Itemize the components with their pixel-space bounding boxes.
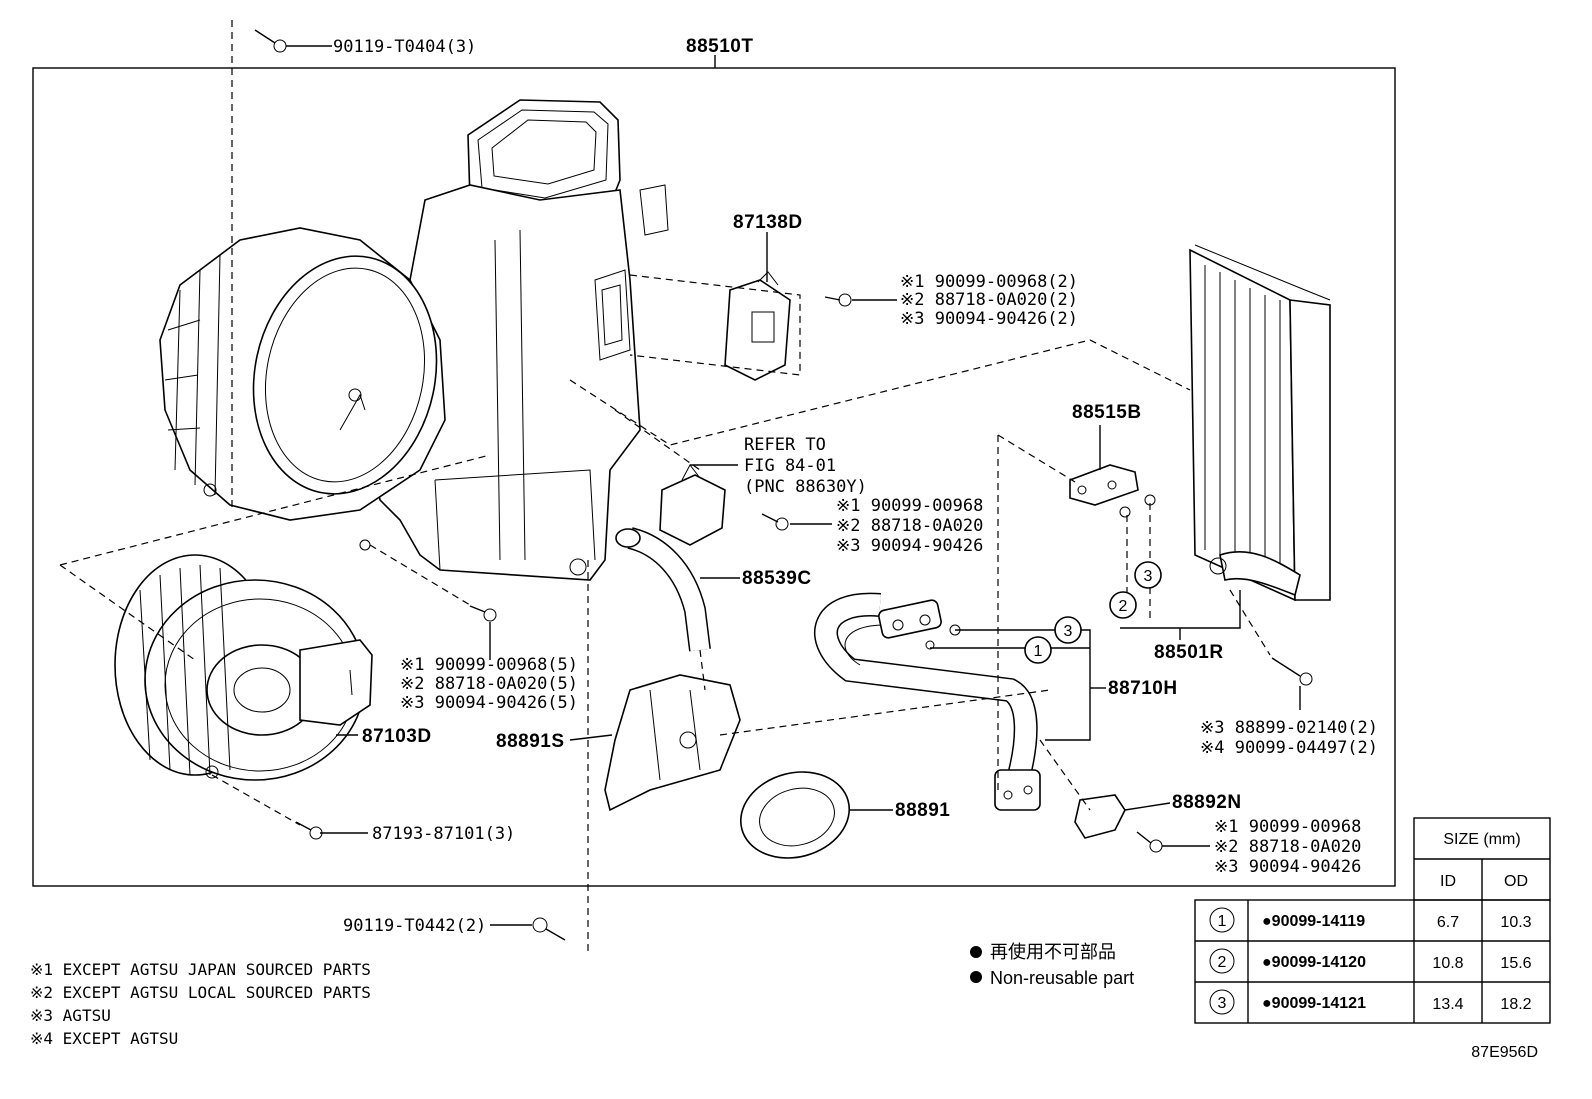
resistor-screw-3: ※3 90094-90426(2) (900, 309, 1078, 329)
relay-screw-1: ※1 90099-00968 (836, 496, 983, 516)
label-evaporator: 88501R (1154, 642, 1224, 663)
label-grommet: 88891 (895, 800, 950, 821)
assembly-frame (32, 67, 1396, 887)
relay-screw-2: ※2 88718-0A020 (836, 516, 983, 536)
label-resistor: 87138D (733, 212, 803, 233)
valve-drawing (1069, 464, 1156, 518)
evaporator-screw-1: ※3 88899-02140(2) (1200, 718, 1378, 738)
evaporator-drawing (1189, 244, 1331, 602)
row-2-id: 10.8 (1432, 955, 1463, 972)
resistor-drawing (724, 271, 791, 381)
row-1-od: 10.3 (1500, 914, 1531, 931)
refer-line-1: REFER TO (744, 435, 826, 455)
leader-lines (286, 45, 1301, 926)
callout-3-valve: 3 (1144, 568, 1153, 585)
row-2-part: ●90099-14120 (1262, 954, 1366, 971)
label-blower: 87103D (362, 726, 432, 747)
callouts: 3 1 2 3 (1024, 561, 1162, 664)
screw-top-icon (254, 29, 287, 53)
label-valve: 88515B (1072, 402, 1142, 423)
clamp-screw-2: ※2 88718-0A020 (1214, 837, 1361, 857)
resistor-screw-2: ※2 88718-0A020(2) (900, 290, 1078, 310)
evaporator-screw-2: ※4 90099-04497(2) (1200, 738, 1378, 758)
table-row: 1 ●90099-14119 6.7 10.3 (1209, 907, 1532, 933)
label-drain: 88891S (496, 731, 565, 752)
label-clamp: 88892N (1172, 792, 1242, 813)
screw-clamp-icon (1136, 831, 1163, 853)
screw-bottom-icon (532, 917, 566, 941)
relay-drawing (659, 464, 726, 546)
refer-line-2: FIG 84-01 (744, 456, 836, 476)
blower-motor-drawing (114, 554, 373, 781)
size-header: SIZE (mm) (1443, 831, 1520, 848)
legend-jp: 再使用不可部品 (990, 942, 1116, 962)
label-screw-blower: 87193-87101(3) (372, 824, 515, 844)
callout-3-tube: 3 (1064, 623, 1073, 640)
label-housing: 88510T (686, 36, 753, 57)
parts-diagram: 3 1 2 3 88510T 90119-T0404(3) 87138D 885… (30, 20, 1551, 1061)
screw-housing-icon (469, 605, 497, 622)
clamp-screw-1: ※1 90099-00968 (1214, 817, 1361, 837)
clamp-drawing (1074, 794, 1126, 839)
legend-en: Non-reusable part (990, 968, 1134, 988)
tube-drawing (814, 592, 1041, 811)
row-3-od: 18.2 (1500, 996, 1531, 1013)
size-table: SIZE (mm) ID OD 1 ●90099-14119 6.7 10.3 … (1194, 817, 1551, 1024)
row-3-num: 3 (1218, 995, 1227, 1012)
row-3-id: 13.4 (1432, 996, 1463, 1013)
footnote-1: ※1 EXCEPT AGTSU JAPAN SOURCED PARTS (30, 960, 371, 979)
row-1-num: 1 (1218, 913, 1227, 930)
screw-evaporator-icon (1271, 657, 1313, 686)
clamp-screw-3: ※3 90094-90426 (1214, 857, 1361, 877)
housing-drawing (159, 99, 669, 581)
screw-resistor-icon (824, 293, 852, 307)
housing-screw-3: ※3 90094-90426(5) (400, 693, 578, 713)
grommet-drawing (739, 771, 851, 859)
drain-drawing (604, 674, 741, 812)
table-row: 3 ●90099-14121 13.4 18.2 (1209, 989, 1532, 1015)
guide-lines (59, 20, 1271, 955)
row-2-num: 2 (1218, 954, 1227, 971)
diagram-code: 87E956D (1471, 1044, 1538, 1061)
footnote-2: ※2 EXCEPT AGTSU LOCAL SOURCED PARTS (30, 983, 371, 1002)
legend-dot-jp-icon (970, 946, 982, 958)
resistor-screw-1: ※1 90099-00968(2) (900, 272, 1078, 292)
table-row: 2 ●90099-14120 10.8 15.6 (1209, 948, 1532, 974)
footnote-4: ※4 EXCEPT AGTSU (30, 1029, 178, 1048)
row-3-part: ●90099-14121 (1262, 995, 1366, 1012)
screws (254, 29, 1313, 941)
hose-drawing (615, 527, 711, 652)
label-screw-bottom: 90119-T0442(2) (343, 916, 486, 936)
callout-2-valve: 2 (1119, 598, 1128, 615)
label-hose: 88539C (742, 568, 812, 589)
callout-1-tube: 1 (1034, 643, 1043, 660)
label-tube: 88710H (1108, 678, 1178, 699)
relay-screw-3: ※3 90094-90426 (836, 536, 983, 556)
col-id: ID (1440, 873, 1456, 890)
label-screw-top: 90119-T0404(3) (333, 37, 476, 57)
legend-dot-en-icon (970, 971, 982, 983)
housing-screw-2: ※2 88718-0A020(5) (400, 674, 578, 694)
housing-screw-1: ※1 90099-00968(5) (400, 655, 578, 675)
row-2-od: 15.6 (1500, 955, 1531, 972)
col-od: OD (1504, 873, 1528, 890)
row-1-part: ●90099-14119 (1262, 913, 1365, 930)
footnote-3: ※3 AGTSU (30, 1006, 111, 1025)
refer-line-3: (PNC 88630Y) (744, 477, 867, 497)
row-1-id: 6.7 (1437, 914, 1459, 931)
screw-relay-icon (761, 513, 789, 531)
